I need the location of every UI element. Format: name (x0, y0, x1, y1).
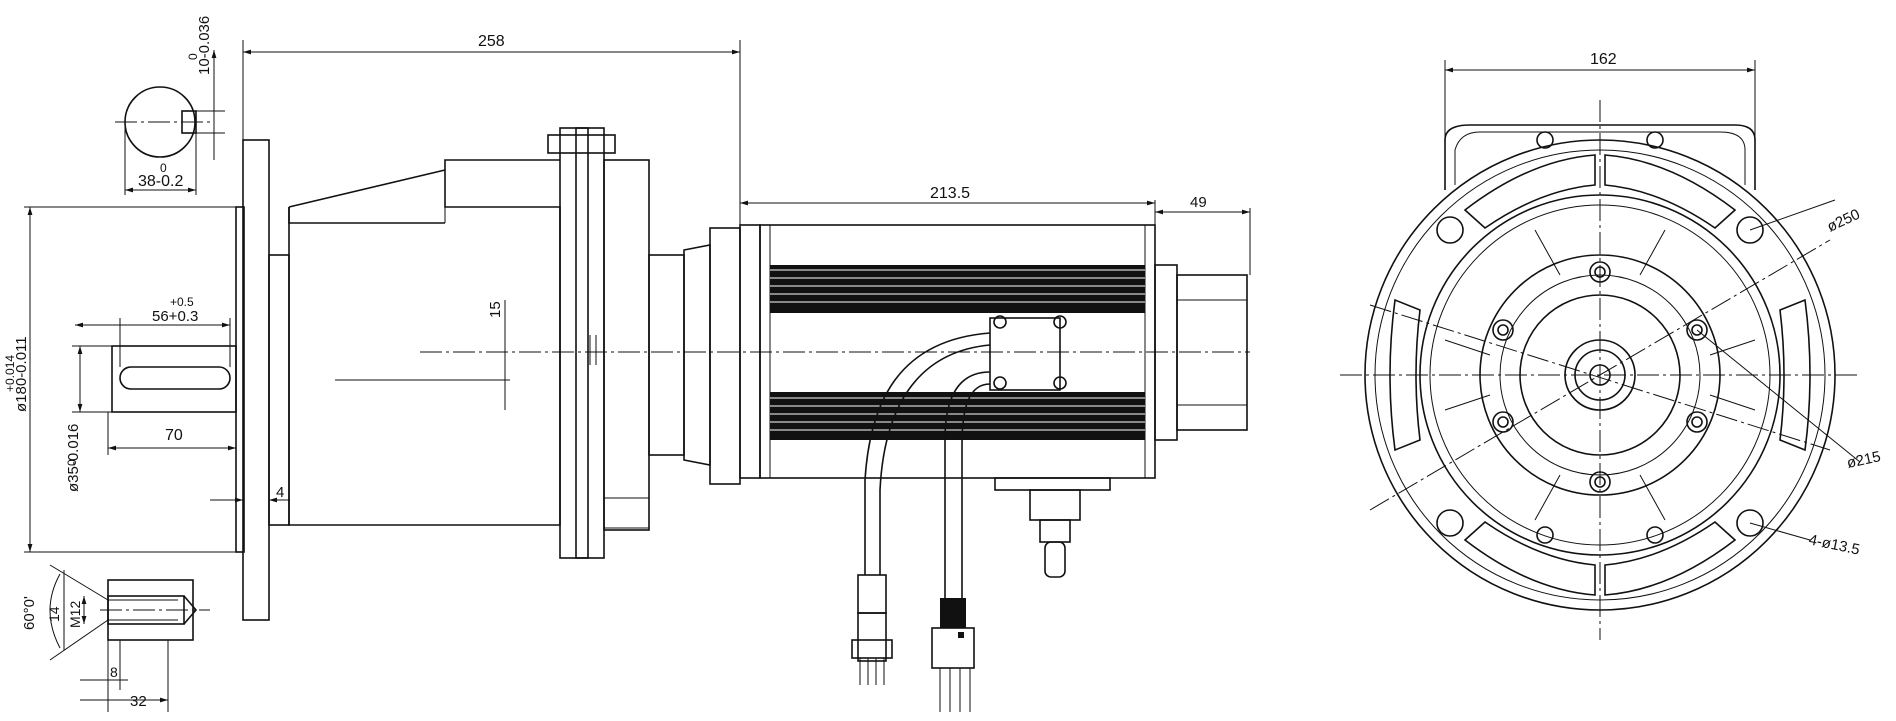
side-view: 258 +0.014 ø180-0.011 0 ø35-0.016 +0.5 5… (3, 33, 1251, 712)
hole-depth-label: 32 (130, 693, 147, 710)
keyway-depth-upper: 0 (160, 161, 167, 175)
cooling-fins-top (770, 265, 1145, 313)
thread-depth-label: 8 (110, 664, 118, 680)
key-length-label: 56+0.3 (152, 308, 198, 325)
thread-label: M12 (67, 601, 83, 628)
connector-plug (851, 574, 893, 685)
flange-thickness-label: 4 (276, 484, 284, 501)
keyway-width-upper: 0 (186, 53, 200, 60)
counterbore-label: 14 (46, 606, 62, 622)
thread-detail: 60°0' 14 M12 8 32 (21, 564, 210, 712)
encoder-length-label: 49 (1190, 194, 1207, 211)
cable (864, 332, 991, 598)
key-length-upper: +0.5 (170, 295, 194, 309)
connector-plug-2 (931, 598, 975, 712)
overall-length-label: 258 (478, 33, 505, 50)
keyway-depth-label: 38-0.2 (138, 173, 183, 190)
mounting-holes-label: 4-ø13.5 (1807, 531, 1861, 558)
keyway-detail: 0 10-0.036 0 38-0.2 (115, 16, 225, 195)
front-view: 162 ø250 ø215 4-ø13.5 (1340, 51, 1882, 640)
spigot-diameter-upper: +0.014 (3, 355, 17, 392)
shaft-diameter-label: ø35-0.016 (65, 424, 82, 492)
keyway-width-label: 10-0.036 (196, 16, 213, 75)
flange-width-label: 162 (1590, 51, 1617, 68)
motor-length-label: 213.5 (930, 185, 970, 202)
pcd-inner-label: ø215 (1845, 448, 1882, 472)
spigot-diameter-label: ø180-0.011 (13, 336, 30, 412)
shaft-diameter-upper: 0 (65, 459, 79, 466)
pcd-outer-label: ø250 (1825, 206, 1863, 236)
shaft-length-label: 70 (165, 427, 183, 444)
chamfer-angle-label: 60°0' (21, 596, 38, 630)
cooling-fins-bottom (770, 392, 1145, 440)
shaft-offset-label: 15 (487, 301, 504, 318)
